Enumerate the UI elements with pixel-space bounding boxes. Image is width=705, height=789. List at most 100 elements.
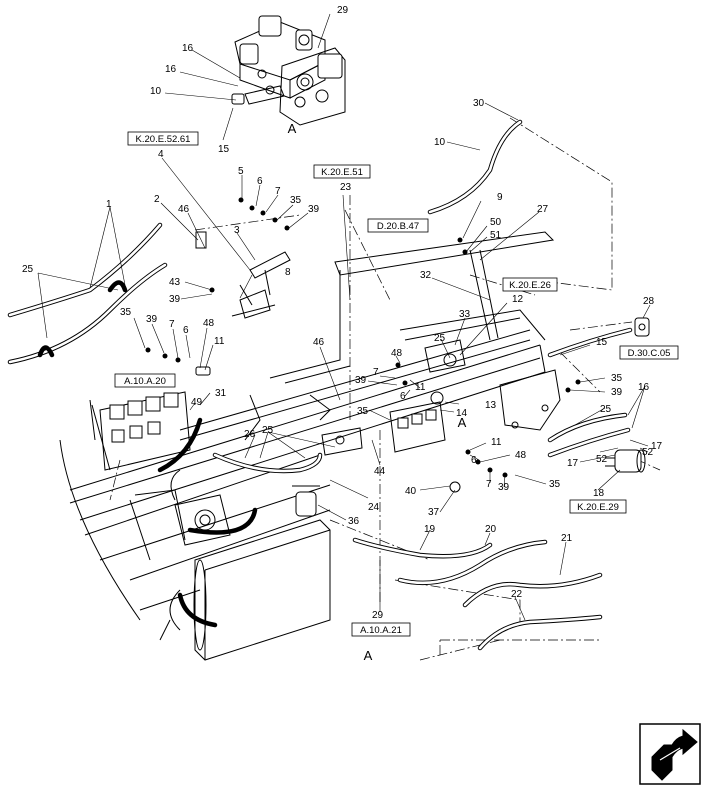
main-control-valve	[89, 391, 191, 471]
callout-29: 29	[337, 5, 349, 16]
callout-48: 48	[203, 318, 215, 329]
callout-35: 35	[611, 373, 623, 384]
callout-16: 16	[182, 43, 194, 54]
callout-11: 11	[491, 437, 502, 448]
callout-31: 31	[215, 388, 227, 399]
leader-lines	[37, 13, 651, 621]
svg-text:K.20.E.26: K.20.E.26	[509, 280, 551, 291]
callout-10: 10	[434, 137, 446, 148]
callout-24: 24	[368, 502, 380, 513]
callout-35: 35	[120, 307, 132, 318]
ref-box-a10a21[interactable]: A.10.A.21	[351, 622, 411, 637]
callout-39: 39	[611, 387, 623, 398]
callout-6: 6	[183, 325, 189, 336]
fasteners	[145, 197, 581, 493]
callout-6: 6	[471, 455, 477, 466]
callout-52: 52	[596, 454, 608, 465]
callout-17: 17	[567, 458, 579, 469]
callout-28: 28	[643, 296, 655, 307]
valve-block-detail	[231, 15, 346, 126]
callout-2: 2	[154, 194, 160, 205]
callout-37: 37	[428, 507, 440, 518]
ref-box-d20b47[interactable]: D.20.B.47	[367, 218, 429, 233]
callout-35: 35	[290, 195, 302, 206]
callout-46: 46	[313, 337, 325, 348]
callout-16: 16	[638, 382, 650, 393]
callout-46: 46	[178, 204, 190, 215]
callout-8: 8	[285, 267, 291, 278]
callout-25: 25	[262, 425, 274, 436]
svg-text:D.30.C.05: D.30.C.05	[628, 348, 671, 359]
callout-3: 3	[234, 225, 240, 236]
hydraulic-tank	[169, 485, 331, 661]
callout-40: 40	[405, 486, 417, 497]
ref-box-k20e5261[interactable]: K.20.E.52.61	[127, 131, 199, 146]
callout-39: 39	[308, 204, 320, 215]
callout-39: 39	[498, 482, 510, 493]
callout-30: 30	[473, 98, 485, 109]
callout-48: 48	[515, 450, 527, 461]
view-letter-detail: A	[288, 121, 297, 136]
reference-boxes: K.20.E.52.61 K.20.E.51 D.20.B.47 K.20.E.…	[114, 131, 679, 637]
phantom-boundary-lines	[109, 117, 661, 661]
callout-numbers: 29 16 16 10 15 30 10 4 23 5 6 7 35 39 2 …	[22, 5, 663, 621]
callout-11: 11	[415, 382, 426, 393]
callout-26: 26	[244, 429, 256, 440]
callout-32: 32	[420, 270, 432, 281]
callout-5: 5	[238, 166, 244, 177]
svg-text:D.20.B.47: D.20.B.47	[377, 221, 419, 232]
svg-text:K.20.E.51: K.20.E.51	[321, 167, 363, 178]
callout-6: 6	[400, 391, 406, 402]
callout-14: 14	[456, 408, 468, 419]
callout-35: 35	[549, 479, 561, 490]
machine-frame	[59, 231, 561, 641]
motor-part-18	[605, 449, 646, 473]
callout-12: 12	[512, 294, 524, 305]
callout-10: 10	[150, 86, 162, 97]
callout-39: 39	[355, 375, 367, 386]
callout-50: 50	[490, 217, 502, 228]
ref-box-a10a20[interactable]: A.10.A.20	[114, 373, 176, 388]
ref-box-d30c05[interactable]: D.30.C.05	[619, 345, 679, 360]
svg-text:K.20.E.52.61: K.20.E.52.61	[136, 134, 191, 145]
callout-13: 13	[485, 400, 497, 411]
view-letter-bottom: A	[364, 648, 373, 663]
ref-box-k20e29[interactable]: K.20.E.29	[569, 499, 627, 514]
callout-7: 7	[169, 319, 175, 330]
callout-23: 23	[340, 182, 352, 193]
callout-22: 22	[511, 589, 523, 600]
callout-9: 9	[497, 192, 503, 203]
callout-15: 15	[596, 337, 608, 348]
callout-43: 43	[169, 277, 181, 288]
callout-35: 35	[357, 406, 369, 417]
hydraulic-hoses	[7, 119, 633, 651]
ref-box-k20e51[interactable]: K.20.E.51	[313, 164, 371, 179]
callout-17: 17	[651, 441, 663, 452]
callout-4: 4	[158, 149, 164, 160]
mid-valve-assembly	[321, 339, 466, 456]
svg-text:A.10.A.21: A.10.A.21	[360, 625, 402, 636]
ref-box-k20e26[interactable]: K.20.E.26	[502, 277, 558, 292]
callout-7: 7	[373, 367, 379, 378]
callout-25: 25	[434, 333, 446, 344]
callout-39: 39	[146, 314, 158, 325]
cylinder-bracket	[231, 251, 291, 319]
callout-36: 36	[348, 516, 360, 527]
callout-7: 7	[486, 479, 492, 490]
callout-16: 16	[165, 64, 177, 75]
callout-51: 51	[490, 230, 502, 241]
page-turn-arrow-icon[interactable]	[639, 723, 701, 785]
callout-21: 21	[561, 533, 573, 544]
callout-39: 39	[169, 294, 181, 305]
svg-text:K.20.E.29: K.20.E.29	[577, 502, 619, 513]
fitting-part-28	[634, 317, 650, 337]
callout-1: 1	[106, 199, 112, 210]
callout-6: 6	[257, 176, 263, 187]
callout-7: 7	[275, 186, 281, 197]
callout-49: 49	[191, 397, 203, 408]
callout-33: 33	[459, 309, 471, 320]
callout-20: 20	[485, 524, 497, 535]
svg-text:A.10.A.20: A.10.A.20	[124, 376, 166, 387]
callout-18: 18	[593, 488, 605, 499]
